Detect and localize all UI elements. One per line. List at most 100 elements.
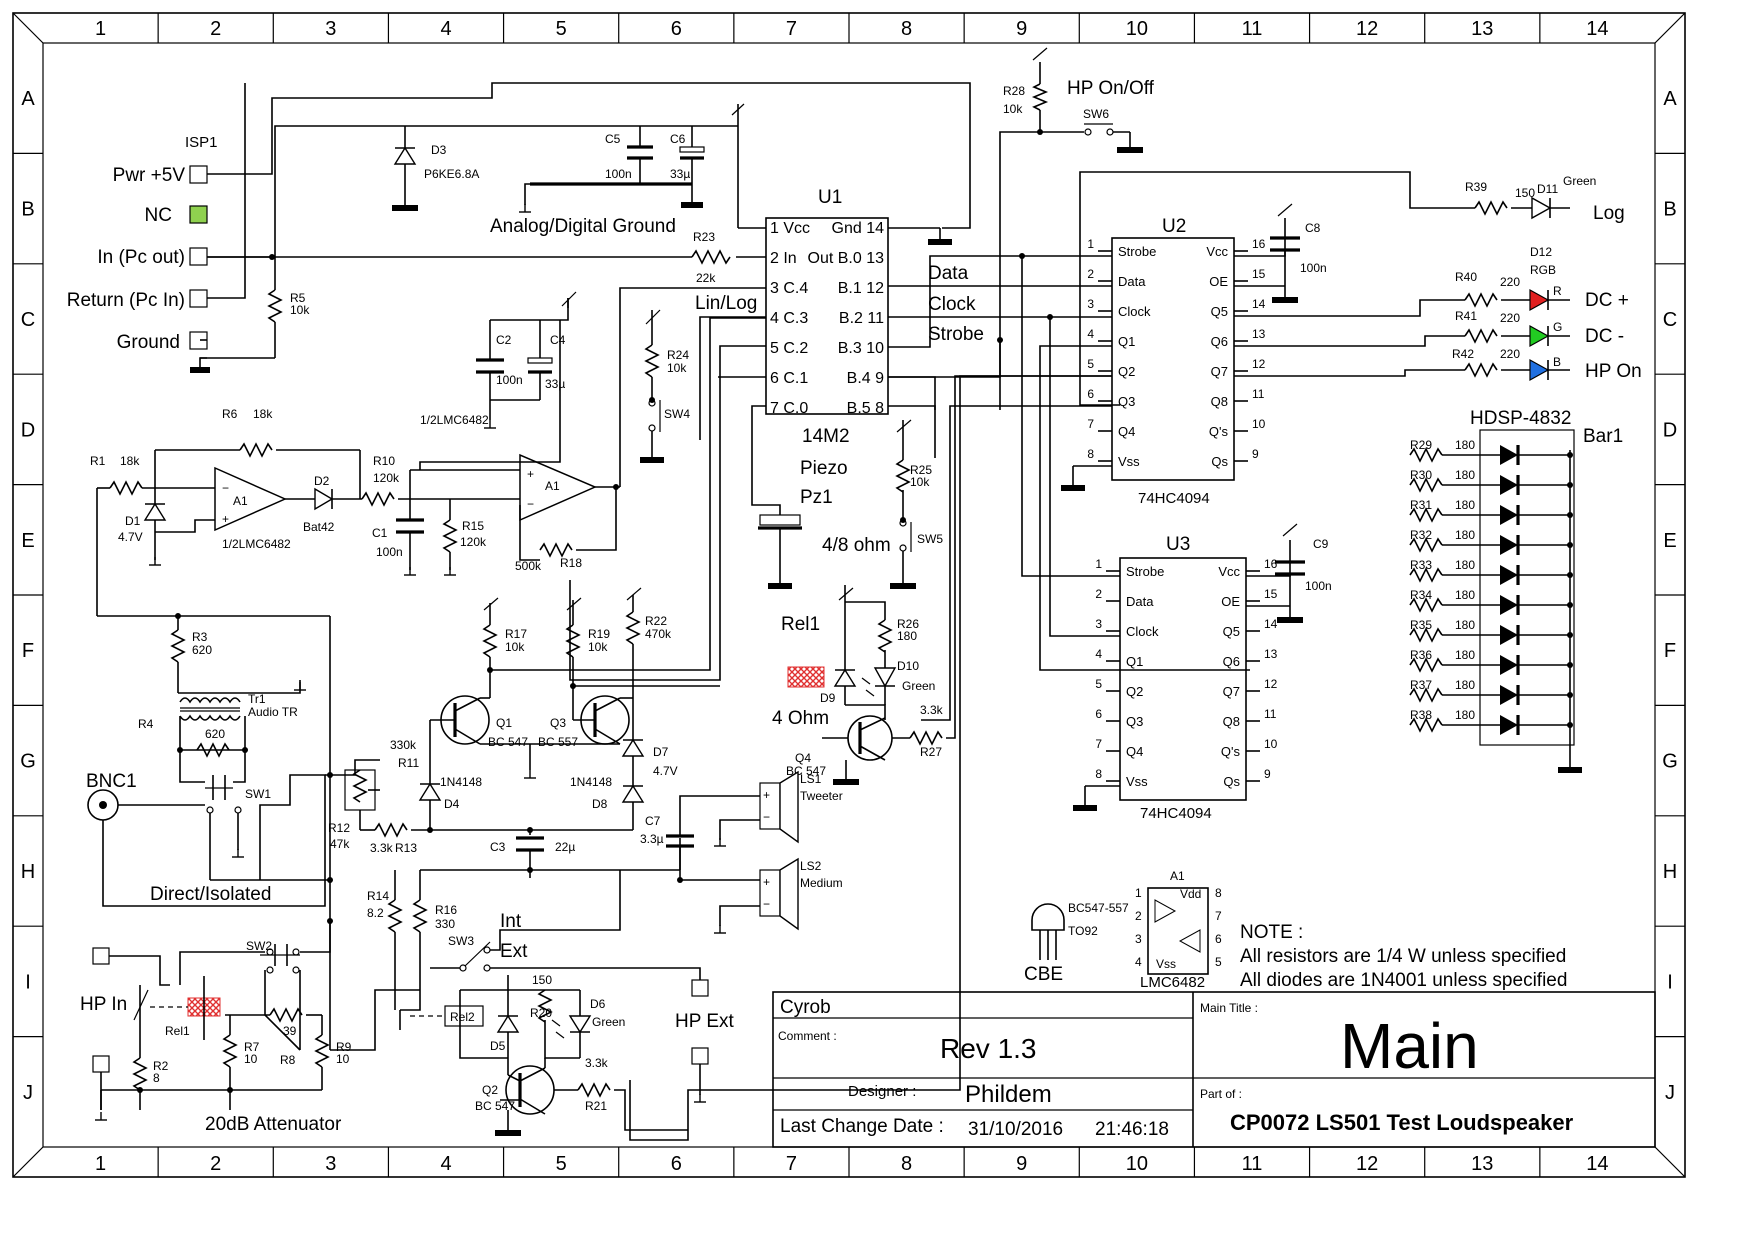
r5-value: 10k [290, 303, 310, 317]
aux-caps: C2 100n C4 33µ [476, 291, 577, 429]
d9-ref: D9 [820, 691, 836, 705]
strobe-label: Strobe [928, 324, 984, 345]
u3-part: 74HC4094 [1140, 805, 1212, 822]
svg-text:1: 1 [1135, 886, 1142, 900]
svg-text:6: 6 [1215, 932, 1222, 946]
u2-ref: U2 [1162, 216, 1186, 237]
pin-return-label: Return (Pc In) [67, 290, 185, 311]
note-line1: All resistors are 1/4 W unless specified [1240, 946, 1566, 967]
sw6-ref: SW6 [1083, 107, 1109, 121]
bar-resistor [1409, 537, 1443, 553]
pin-number: 2 [1095, 587, 1102, 601]
right-pin-label: Vcc [1218, 564, 1240, 579]
bar-junction [1567, 542, 1573, 548]
u1-right-pin: Out B.0 13 [808, 250, 885, 267]
dc-minus-label: DC - [1585, 326, 1624, 347]
r18-value: 500k [515, 559, 542, 573]
company-name: Cyrob [780, 997, 831, 1018]
pin-number: 14 [1252, 297, 1266, 311]
sw1-ref: SW1 [245, 787, 271, 801]
bar-resistor-ref: R37 [1410, 678, 1432, 692]
bar-resistor-ref: R29 [1410, 438, 1432, 452]
svg-text:−: − [222, 481, 229, 495]
u1-right-pin: B.4 9 [847, 370, 884, 387]
r22-ref: R22 [645, 614, 667, 628]
bar-resistor-value: 180 [1455, 708, 1475, 722]
right-pin-label: Qs [1211, 454, 1228, 469]
bar-resistor-value: 180 [1455, 438, 1475, 452]
time-value: 21:46:18 [1095, 1119, 1169, 1140]
frame-col-top: 10 [1126, 18, 1148, 40]
speakers: C7 3.3µ + − LS1 Tweeter + − LS2 Medium [640, 770, 843, 934]
q1-value: BC 547 [488, 735, 528, 749]
pin-number: 7 [1087, 417, 1094, 431]
frame-row-left: I [25, 971, 31, 993]
linlog-switch: Lin/Log R24 10k SW4 [569, 293, 766, 681]
r20-ref: R20 [530, 1006, 552, 1020]
pz1-label: Pz1 [800, 487, 833, 508]
d1-ref: D1 [125, 514, 141, 528]
sw4-ref: SW4 [664, 407, 690, 421]
r3-ref: R3 [192, 630, 208, 644]
svg-text:2: 2 [1135, 909, 1142, 923]
bar-led [1500, 505, 1518, 525]
pin-number: 2 [1087, 267, 1094, 281]
pin-number: 4 [1095, 647, 1102, 661]
q2-ref: Q2 [482, 1083, 498, 1097]
left-pin-label: Vss [1118, 454, 1140, 469]
r7-ref: R7 [244, 1040, 260, 1054]
frame-row-right: J [1665, 1082, 1675, 1104]
c9-ref: C9 [1313, 537, 1329, 551]
frame-row-right: C [1663, 309, 1677, 331]
q3-value: BC 557 [538, 735, 578, 749]
designer-label: Designer : [848, 1083, 916, 1100]
pin-number: 15 [1264, 587, 1278, 601]
bar-resistor-value: 180 [1455, 558, 1475, 572]
r40-ref: R40 [1455, 270, 1477, 284]
a1-ref: A1 [233, 494, 248, 508]
bar-resistor-ref: R31 [1410, 498, 1432, 512]
left-pin-label: Clock [1126, 624, 1159, 639]
left-pin-label: Q3 [1126, 714, 1143, 729]
d3-ref: D3 [431, 143, 447, 157]
right-pin-label: OE [1209, 274, 1228, 289]
d2-ref: D2 [314, 474, 330, 488]
bar-led [1500, 595, 1518, 615]
sw5-ref: SW5 [917, 532, 943, 546]
c4-value: 33µ [545, 377, 565, 391]
piezo-label: Piezo [800, 458, 848, 479]
hdsp-label: HDSP-4832 [1470, 408, 1571, 429]
frame-row-right: D [1663, 419, 1677, 441]
frame-col-bottom: 11 [1242, 1153, 1263, 1175]
u2-part: 74HC4094 [1138, 490, 1210, 507]
r28-ref: R28 [1003, 84, 1025, 98]
r27-value: 3.3k [920, 703, 944, 717]
right-pin-label: Q6 [1223, 654, 1240, 669]
svg-text:−: − [763, 810, 770, 824]
bar-junction [1567, 602, 1573, 608]
r21-value: 3.3k [585, 1056, 609, 1070]
right-pin-label: OE [1221, 594, 1240, 609]
pin-number: 1 [1095, 557, 1102, 571]
svg-text:4: 4 [1135, 955, 1142, 969]
right-pin-label: Q6 [1211, 334, 1228, 349]
svg-text:+: + [763, 875, 770, 889]
frame-row-left: C [21, 309, 35, 331]
svg-text:B: B [1553, 355, 1561, 369]
left-pin-label: Q1 [1126, 654, 1143, 669]
pin-number: 3 [1095, 617, 1102, 631]
r9-value: 10 [336, 1052, 350, 1066]
analog-ground-label: Analog/Digital Ground [490, 216, 676, 237]
bar-resistor [1409, 567, 1443, 583]
r3-value: 620 [192, 643, 212, 657]
pin-number: 12 [1264, 677, 1278, 691]
svg-text:5: 5 [1215, 955, 1222, 969]
left-pin-label: Data [1118, 274, 1146, 289]
frame-col-bottom: 7 [786, 1153, 797, 1175]
r19-ref: R19 [588, 627, 610, 641]
svg-text:7: 7 [1215, 909, 1222, 923]
right-pin-label: Q7 [1211, 364, 1228, 379]
bar-led [1500, 715, 1518, 735]
c5-value: 100n [605, 167, 632, 181]
